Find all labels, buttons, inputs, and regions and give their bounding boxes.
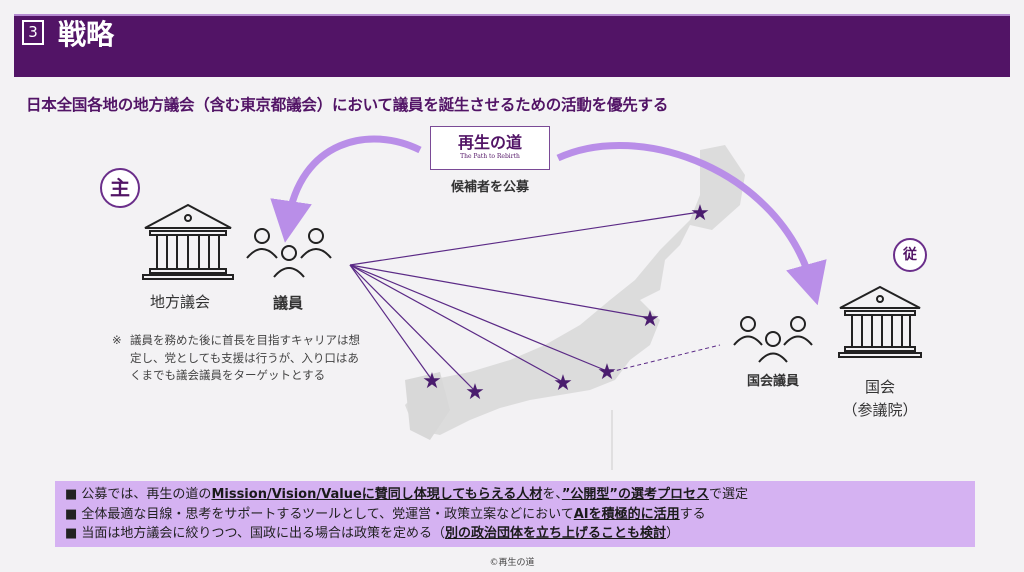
svg-text:★: ★	[553, 371, 573, 396]
bullet-item: ■ 全体最適な目線・思考をサポートするツールとして、党運営・政策立案などにおいて…	[65, 506, 706, 522]
subtitle: 日本全国各地の地方議会（含む東京都議会）において議員を誕生させるための活動を優先…	[26, 96, 669, 114]
note: ※ 議員を務めた後に首長を目指すキャリアは想定し、党としても支援は行うが、入り口…	[112, 332, 360, 385]
national-member-label: 国会議員	[746, 374, 799, 389]
house-label: （参議院）	[842, 401, 918, 419]
recruit-label: 候補者を公募	[450, 180, 529, 195]
note-mark: ※	[112, 333, 122, 347]
summary-box: ■ 公募では、再生の道のMission/Vision/Valueに賛同し体現して…	[55, 481, 975, 547]
primary-badge: 主	[100, 168, 140, 208]
secondary-badge: 従	[893, 238, 927, 272]
connection-lines	[349, 211, 701, 392]
section-number: 3	[22, 20, 44, 45]
page-title: 戦略	[58, 18, 115, 51]
kyushu-map	[405, 372, 450, 440]
national-members-people-icon	[733, 316, 813, 363]
star-icons: ★ ★ ★ ★ ★ ★	[422, 201, 710, 405]
logo-tagline: The Path to Rebirth	[460, 153, 520, 160]
arrow-to-national	[556, 141, 827, 306]
local-member-label: 議員	[272, 294, 303, 312]
copyright: ©再生の道	[489, 558, 535, 568]
local-assembly-label: 地方議会	[149, 293, 210, 311]
dashed-line	[609, 344, 721, 373]
local-members-people-icon	[246, 228, 332, 278]
note-text: 議員を務めた後に首長を目指すキャリアは想定し、党としても支援は行うが、入り口はあ…	[130, 333, 360, 382]
header-bar	[14, 14, 1010, 77]
bullet-item: ■ 公募では、再生の道のMission/Vision/Valueに賛同し体現して…	[65, 487, 748, 502]
national-assembly-building-icon	[838, 285, 922, 358]
svg-text:★: ★	[465, 380, 485, 405]
svg-text:★: ★	[640, 307, 660, 332]
svg-text:★: ★	[690, 201, 710, 226]
svg-text:★: ★	[422, 369, 442, 394]
arrow-to-local	[270, 135, 422, 243]
logo-name: 再生の道	[457, 133, 522, 152]
svg-text:★: ★	[597, 360, 617, 385]
national-assembly-label: 国会	[864, 378, 895, 396]
local-assembly-building-icon	[142, 203, 234, 280]
party-logo: 再生の道 The Path to Rebirth	[430, 126, 550, 170]
bullet-item: ■ 当面は地方議会に絞りつつ、国政に出る場合は政策を定める（別の政治団体を立ち上…	[65, 526, 680, 541]
